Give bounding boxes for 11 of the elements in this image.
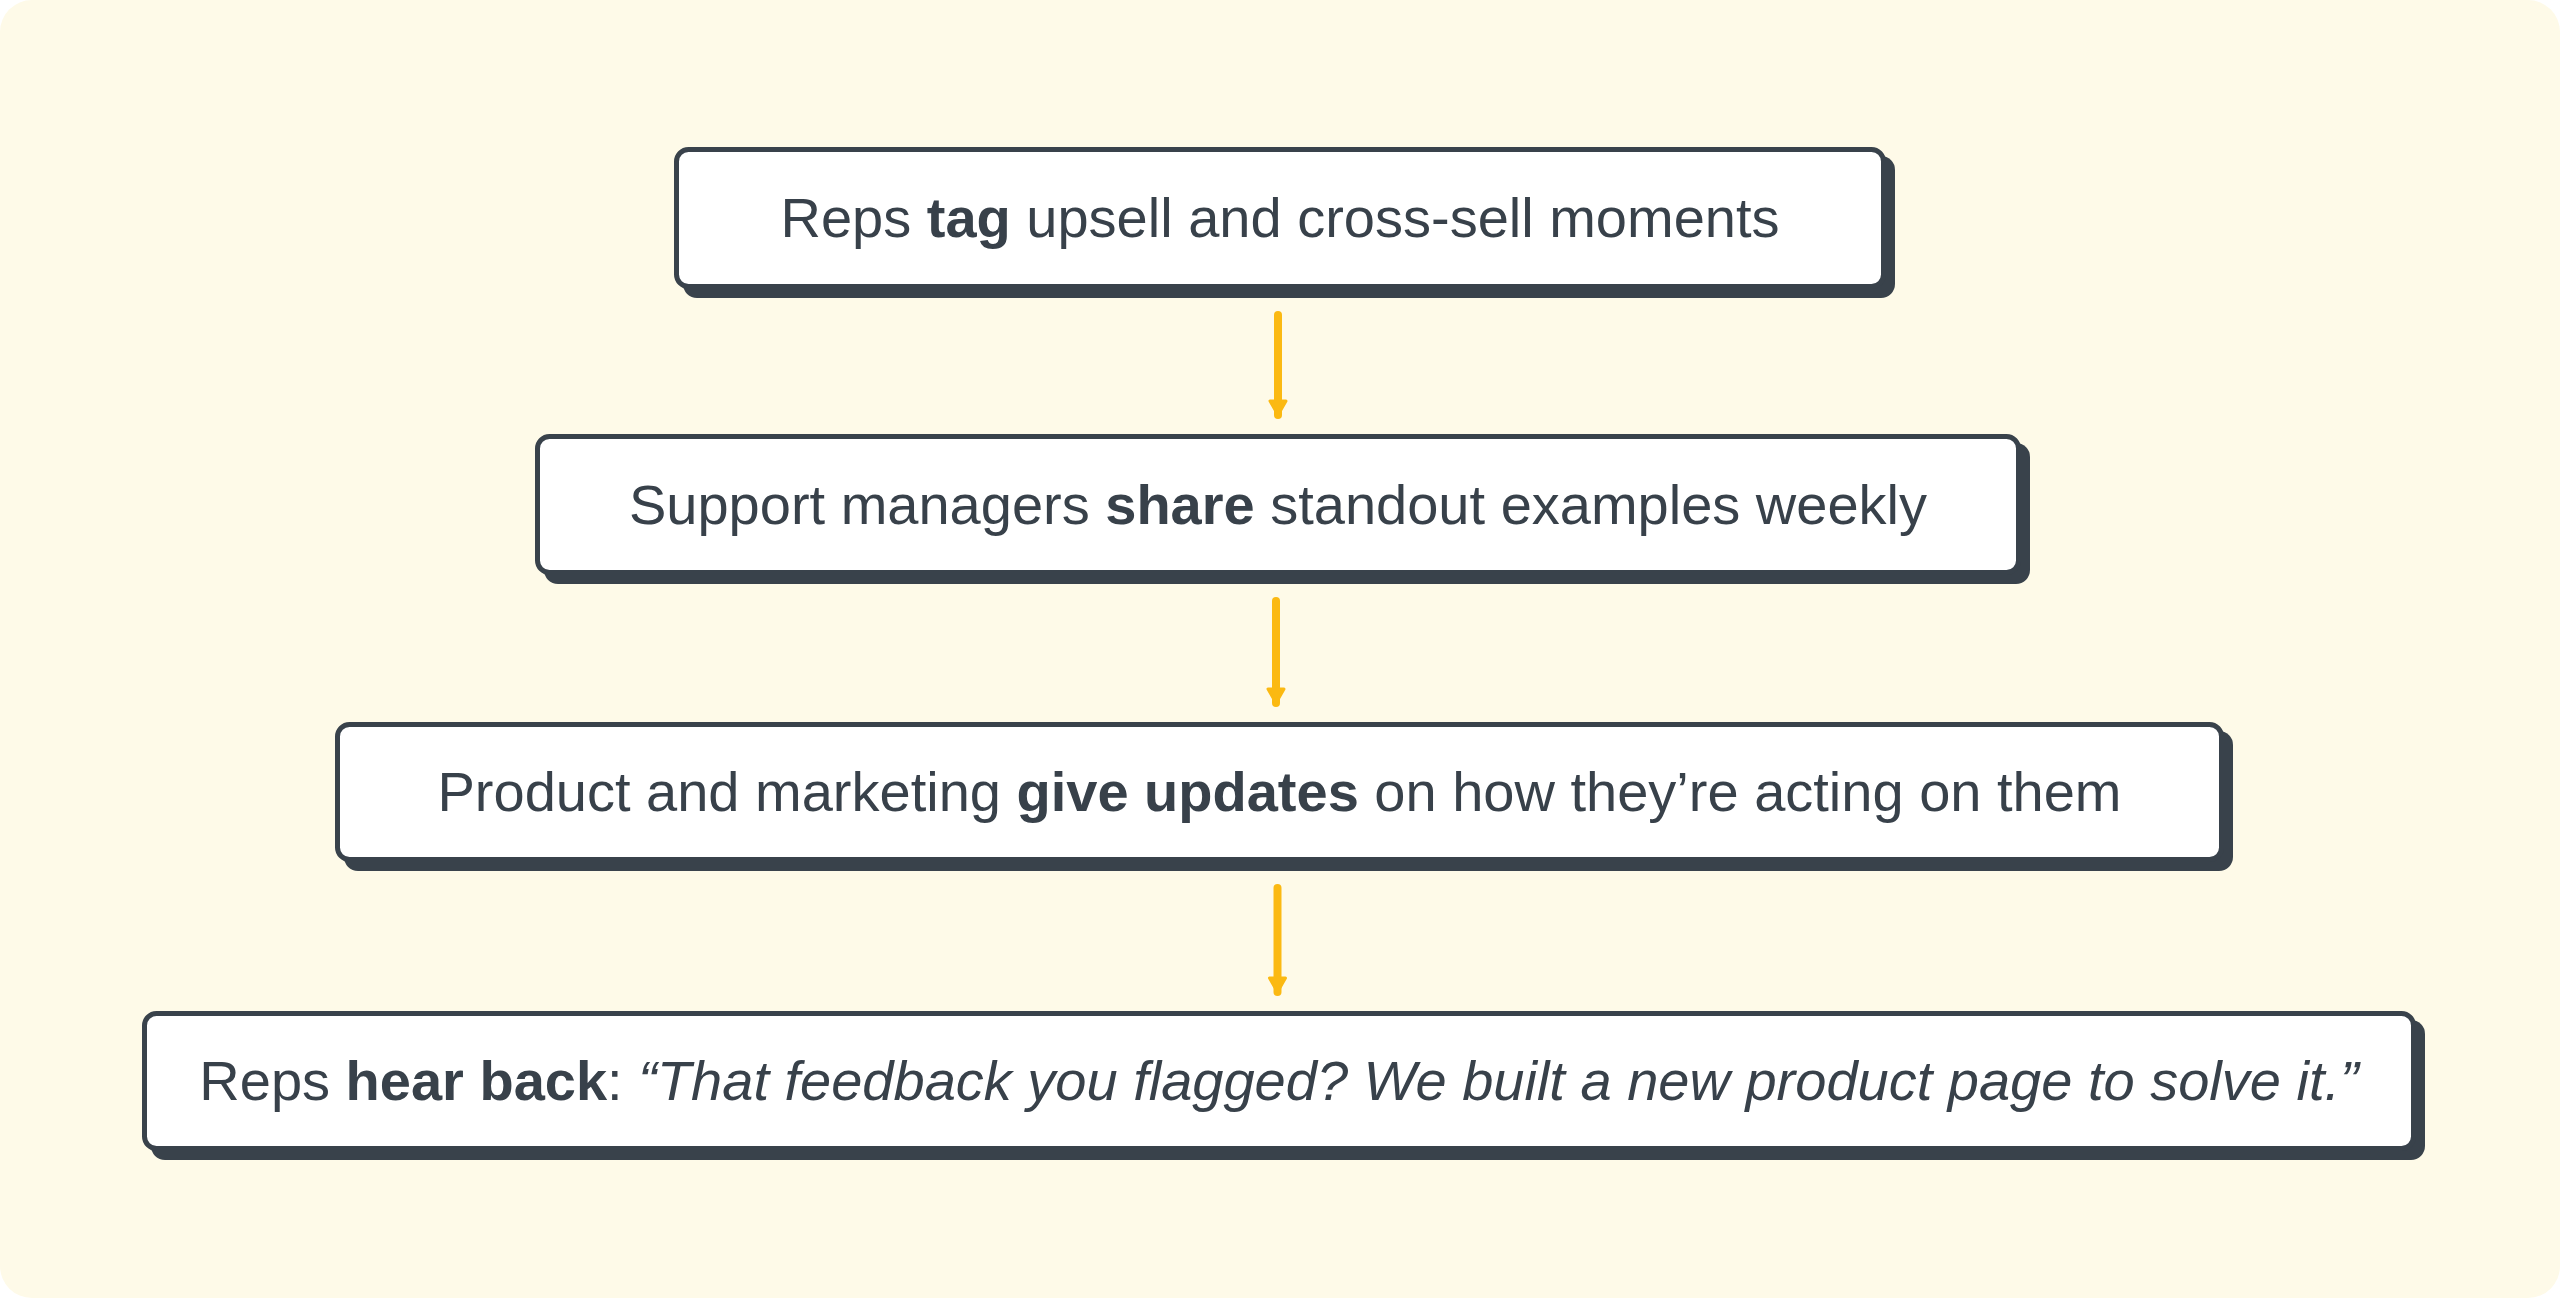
arrow: [1268, 311, 1288, 419]
step-text: Reps tag upsell and cross-sell moments: [780, 185, 1780, 252]
arrow: [1268, 884, 1287, 996]
arrow: [1266, 597, 1286, 707]
process-box: [535, 434, 2030, 584]
step-text: Support managers share standout examples weekly: [628, 471, 1928, 538]
step-text: Reps hear back: “That feedback you flagged? We built a new product page to solve it.”: [199, 1048, 2359, 1115]
process-box: [335, 722, 2233, 871]
process-box: [674, 147, 1895, 298]
process-box: [142, 1011, 2425, 1160]
step-text: Product and marketing give updates on how they’re acting on them: [437, 759, 2122, 826]
